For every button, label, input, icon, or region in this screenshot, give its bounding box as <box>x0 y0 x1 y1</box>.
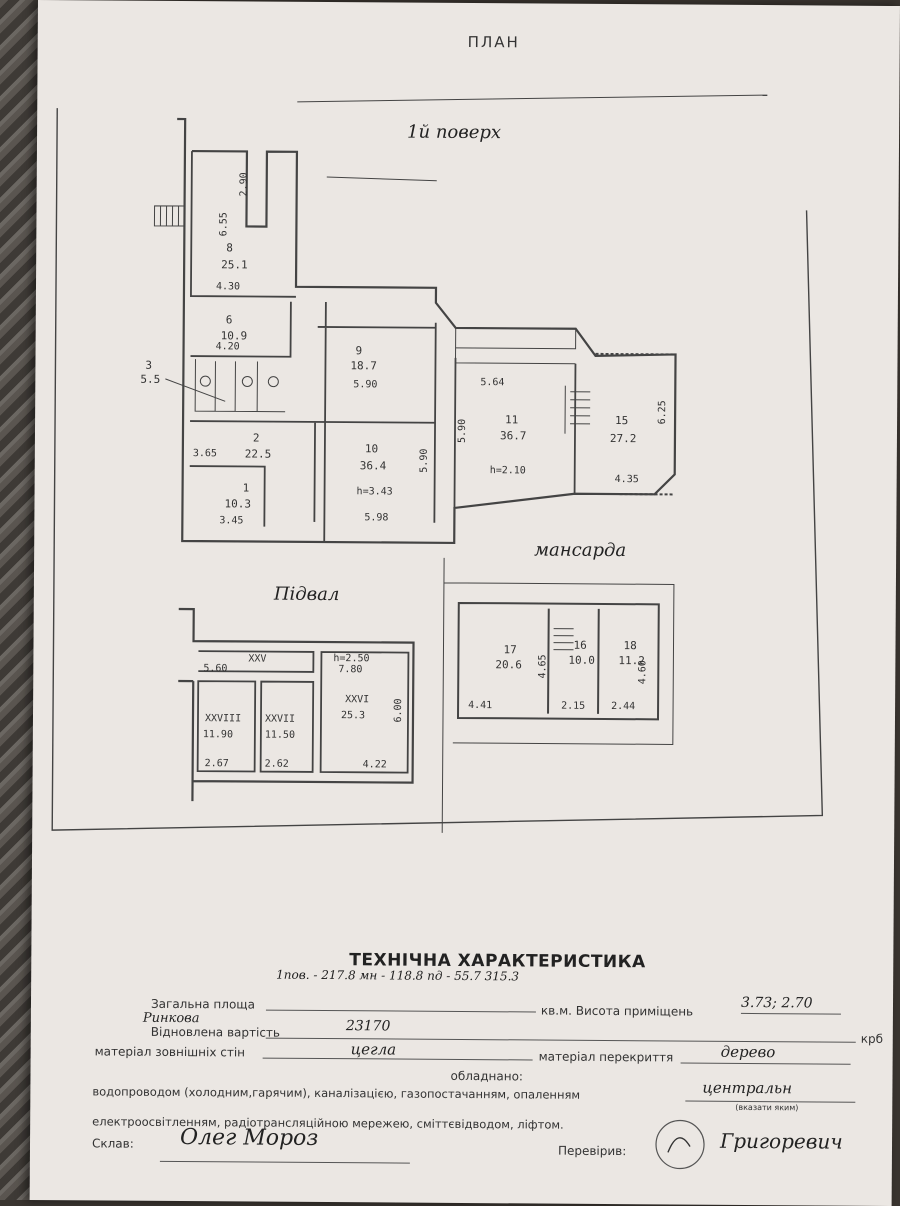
room-18-area: 11.2 <box>618 654 645 667</box>
first-floor-label: 1й поверх <box>407 122 501 144</box>
dim-5-60: 5.60 <box>203 663 227 674</box>
dim-4-30: 4.30 <box>216 281 240 292</box>
room-11-area: 36.7 <box>500 429 527 442</box>
dim-2-90: 2.90 <box>239 172 250 196</box>
utilities-line-2: електроосвітленням, радіотрансляційною м… <box>92 1114 564 1132</box>
currency: крб <box>860 1031 884 1046</box>
room-6-num: 6 <box>226 313 233 326</box>
dim-6-25: 6.25 <box>657 400 668 424</box>
room-2-num: 2 <box>253 432 260 445</box>
specify-note: (вказати яким) <box>735 1102 799 1113</box>
room-15-num: 15 <box>615 414 628 427</box>
compiled-line <box>159 1160 410 1164</box>
dim-3-45: 3.45 <box>219 515 243 526</box>
room-17-num: 17 <box>503 643 516 656</box>
seal-stamp-icon <box>655 1119 705 1170</box>
total-area-label: Загальна площа <box>150 996 256 1012</box>
room-3-area: 5.5 <box>140 373 160 386</box>
dim-3-65: 3.65 <box>193 448 217 459</box>
height-first-b: h=2.10 <box>490 465 526 476</box>
room-8-area: 25.1 <box>221 258 248 271</box>
floor-material-label: матеріал перекриття <box>538 1049 674 1065</box>
dim-2-67: 2.67 <box>205 758 229 769</box>
room-10-area: 36.4 <box>360 459 387 472</box>
room-11-num: 11 <box>505 413 518 426</box>
room-xxviii-num: XXVIII <box>205 713 241 724</box>
attic-label: мансарда <box>534 539 626 561</box>
wall-label: матеріал зовнішніх стін <box>94 1044 246 1060</box>
height-line <box>740 1012 841 1015</box>
room-1-area: 10.3 <box>224 497 251 510</box>
room-9-num: 9 <box>356 344 363 357</box>
total-area-line <box>265 1009 536 1013</box>
room-17-area: 20.6 <box>495 658 522 671</box>
basement-label: Підвал <box>273 584 340 605</box>
room-15-area: 27.2 <box>610 432 637 445</box>
checked-label: Перевірив: <box>557 1143 627 1159</box>
room-xxvi-num: XXVI <box>345 694 369 705</box>
equipped-label: обладнано: <box>450 1068 524 1084</box>
dim-4-35: 4.35 <box>615 474 639 485</box>
cost-value: 23170 <box>345 1018 391 1035</box>
dim-4-41: 4.41 <box>468 700 492 711</box>
room-16-num: 16 <box>573 639 586 652</box>
dim-5-90c: 5.90 <box>457 419 468 443</box>
room-9-area: 18.7 <box>350 359 377 372</box>
dim-5-90a: 5.90 <box>353 379 377 390</box>
room-6-area: 10.9 <box>221 329 248 342</box>
sqm-label: кв.м. Висота приміщень <box>540 1003 694 1019</box>
room-1-num: 1 <box>243 481 250 494</box>
room-2-area: 22.5 <box>245 447 272 460</box>
height-value: 3.73; 2.70 <box>740 994 813 1012</box>
checked-signature: Григоревич <box>719 1128 843 1154</box>
room-8-num: 8 <box>226 241 233 254</box>
cost-label: Відновлена вартість <box>150 1024 281 1040</box>
room-18-num: 18 <box>623 639 636 652</box>
heating-value: центральн <box>702 1078 793 1098</box>
dim-2-44: 2.44 <box>611 701 635 712</box>
dim-2-15: 2.15 <box>561 701 585 712</box>
room-3-num: 3 <box>145 359 152 372</box>
dim-5-90b: 5.90 <box>419 449 430 473</box>
room-xxv-num: XXV <box>248 653 266 664</box>
wall-line <box>262 1057 533 1061</box>
room-10-num: 10 <box>365 442 378 455</box>
dim-5-98: 5.98 <box>364 512 388 523</box>
dim-4-60: 4.60 <box>637 660 648 684</box>
dim-4-22: 4.22 <box>363 759 387 770</box>
wall-value: цегла <box>350 1040 397 1059</box>
dim-7-80: 7.80 <box>338 664 362 675</box>
compiled-label: Склав: <box>91 1136 134 1151</box>
height-first-a: h=3.43 <box>357 486 393 497</box>
dim-6-55: 6.55 <box>218 212 229 236</box>
total-area-value: 1пов. - 217.8 мн - 118.8 пд - 55.7 315.3 <box>276 967 520 984</box>
room-16-area: 10.0 <box>568 654 595 667</box>
compiled-signature: Олег Мороз <box>179 1125 319 1151</box>
utilities-line-1: водопроводом (холодним,гарячим), каналіз… <box>92 1084 581 1102</box>
floor-material-value: дерево <box>720 1042 776 1062</box>
height-basement: h=2.50 <box>333 653 369 664</box>
room-xxvi-area: 25.3 <box>341 710 365 721</box>
dim-4-20: 4.20 <box>216 341 240 352</box>
document-page: ПЛАН <box>29 0 900 1206</box>
floor-plan-drawing: 1й поверх мансарда Підвал 8 25.1 6 10.9 … <box>51 94 824 833</box>
room-xxvii-area: 11.50 <box>265 730 295 741</box>
room-xxviii-area: 11.90 <box>203 729 233 740</box>
dim-6-00: 6.00 <box>393 698 404 722</box>
room-xxvii-num: XXVII <box>265 714 295 725</box>
dim-4-65: 4.65 <box>537 654 548 678</box>
dim-5-64: 5.64 <box>480 377 504 388</box>
dim-2-62: 2.62 <box>265 759 289 770</box>
floor-material-line <box>680 1062 851 1065</box>
